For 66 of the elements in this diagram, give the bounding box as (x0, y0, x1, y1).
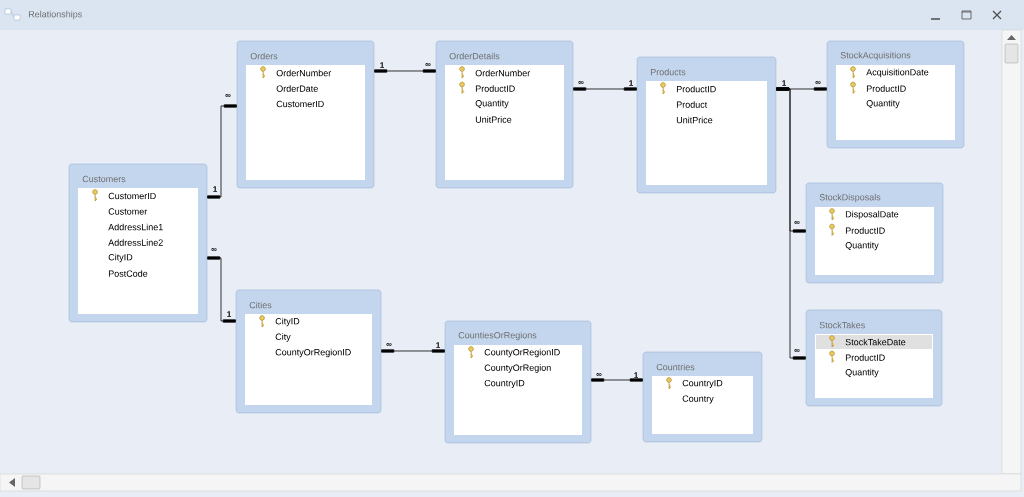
field-name: PostCode (108, 270, 148, 277)
relationship-line (776, 87, 806, 360)
cardinality-label: ∞ (211, 248, 217, 252)
field-name: CountryID (682, 379, 723, 389)
field-name: OrderNumber (475, 69, 531, 77)
field-name: OrderNumber (276, 69, 332, 77)
field-name: CustomerID (108, 192, 156, 200)
field-name: Quantity (475, 99, 509, 109)
field-name: Customer (108, 208, 148, 215)
cardinality-label: 1 (213, 186, 217, 192)
cardinality-label: ∞ (815, 81, 821, 85)
table-title: Orders (250, 52, 278, 60)
cardinality-label: ∞ (425, 63, 431, 67)
field-name: CountyOrRegion (484, 364, 551, 373)
field-name: OrderDate (276, 85, 318, 92)
cardinality-label: ∞ (794, 349, 800, 353)
cardinality-label: 1 (634, 372, 638, 378)
field-name: Quantity (845, 241, 879, 251)
field-name: Quantity (845, 368, 879, 378)
field-name: CustomerID (276, 100, 324, 108)
field-name: StockTakeDate (845, 338, 906, 346)
diagram-title: Relationships (28, 10, 82, 20)
cardinality-label: ∞ (386, 343, 392, 347)
field-name: ProductID (845, 354, 885, 361)
relationship-line (374, 69, 436, 73)
table-title: CountiesOrRegions (458, 331, 537, 341)
cardinality-label: 1 (782, 80, 786, 86)
field-name: UnitPrice (475, 116, 512, 123)
field-name: CountryID (484, 379, 525, 389)
relationship-line (591, 378, 643, 382)
table-title: Cities (249, 301, 272, 309)
field-name: AddressLine1 (108, 223, 163, 231)
field-name: CityID (108, 253, 133, 263)
field-name: Quantity (866, 99, 900, 109)
field-name: ProductID (845, 227, 885, 234)
field-name: CountyOrRegionID (484, 348, 560, 358)
table-title: OrderDetails (449, 52, 500, 60)
relationship-line (207, 104, 237, 199)
cardinality-label: ∞ (578, 81, 584, 85)
cardinality-label: ∞ (596, 373, 602, 377)
cardinality-label: 1 (436, 342, 440, 348)
field-name: Country (682, 395, 714, 404)
table-title: StockDisposals (819, 193, 881, 203)
field-name: UnitPrice (676, 116, 713, 124)
field-name: ProductID (475, 85, 515, 92)
table-title: Customers (82, 175, 126, 183)
table-title: StockTakes (819, 321, 865, 329)
cardinality-label: 1 (227, 311, 231, 317)
table-title: StockAcquisitions (840, 51, 911, 61)
table-title: Countries (656, 363, 695, 371)
cardinality-label: ∞ (794, 221, 800, 225)
field-name: Product (676, 101, 708, 108)
field-name: ProductID (866, 85, 906, 92)
table-title: Products (650, 68, 686, 76)
field-name: ProductID (676, 85, 716, 93)
field-name: DisposalDate (845, 210, 899, 220)
relationship-line (573, 87, 637, 91)
field-name: City (275, 333, 291, 342)
cardinality-label: 1 (380, 62, 384, 68)
field-name: AcquisitionDate (866, 68, 929, 78)
field-name: CityID (275, 317, 300, 327)
relationship-line (381, 349, 445, 353)
cardinality-label: 1 (629, 80, 633, 86)
field-name: AddressLine2 (108, 239, 163, 246)
field-name: CountyOrRegionID (275, 348, 351, 358)
relationship-line (207, 256, 236, 323)
